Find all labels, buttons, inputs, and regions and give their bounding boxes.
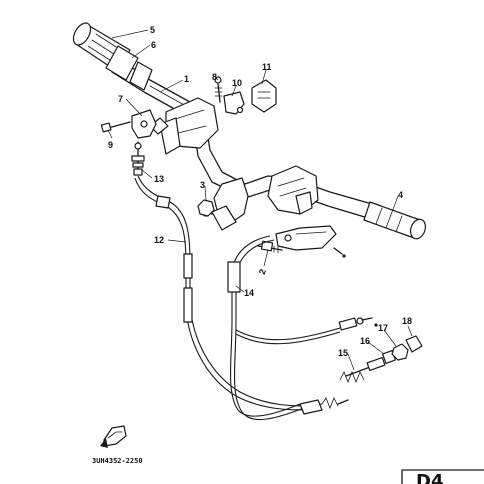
part-label-4: 4 <box>398 190 403 200</box>
part-label-8: 8 <box>212 72 217 82</box>
part-label-13: 13 <box>154 174 164 184</box>
part-label-6: 6 <box>151 40 156 50</box>
page-tag: D4 <box>401 469 484 484</box>
right-grip <box>363 201 427 240</box>
part-label-11: 11 <box>262 62 272 72</box>
cap-18 <box>405 335 423 353</box>
part-label-2: 2 <box>257 268 268 276</box>
switch-block <box>251 79 277 113</box>
cable-14 <box>227 235 341 420</box>
right-switch-housing <box>267 165 319 215</box>
lever-holder <box>131 109 157 139</box>
left-lever-bracket <box>149 97 219 155</box>
spring-rod-15 <box>339 356 386 384</box>
front-direction-arrow <box>100 425 127 448</box>
part-label-12: 12 <box>154 235 164 245</box>
cable-12 <box>134 175 323 411</box>
part-label-14: 14 <box>244 288 254 298</box>
part-label-5: 5 <box>150 25 155 35</box>
bolt-9 <box>100 121 131 133</box>
nut-3 <box>197 199 215 217</box>
part-label-16: 16 <box>360 336 370 346</box>
page-tag-label: D4 <box>416 471 443 484</box>
part-label-3: 3 <box>200 180 205 190</box>
part-label-18: 18 <box>402 316 412 326</box>
part-label-15: 15 <box>338 348 348 358</box>
leader-lines <box>107 29 413 371</box>
brake-lever <box>275 225 346 258</box>
part-label-9: 9 <box>108 140 113 150</box>
drawing-code: 3UH4352-2250 <box>92 457 143 465</box>
bolt-8 <box>214 76 223 103</box>
part-labels: 1 2 3 4 5 6 7 8 9 10 11 12 13 14 15 16 1… <box>108 25 412 358</box>
cable-coupler <box>299 397 349 415</box>
nut-17 <box>391 343 409 361</box>
cable-end-fitting <box>338 317 378 331</box>
part-label-17: 17 <box>378 323 388 333</box>
clamp-10 <box>223 91 245 115</box>
part-label-7: 7 <box>118 94 123 104</box>
adjuster-13 <box>131 141 145 176</box>
part-label-1: 1 <box>184 74 189 84</box>
left-grip-collar <box>105 45 153 91</box>
part-label-10: 10 <box>232 78 242 88</box>
